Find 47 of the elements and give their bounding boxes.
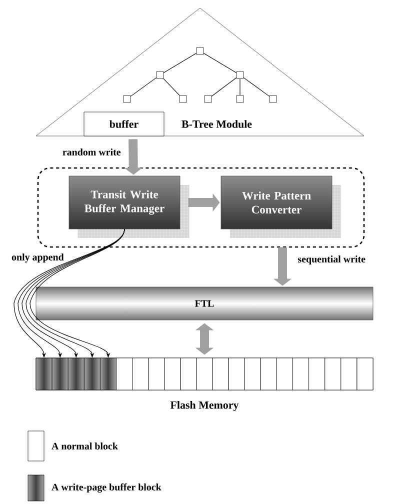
normal-block [164, 358, 181, 390]
tree-link [243, 77, 270, 97]
normal-block [116, 358, 132, 390]
tree-link [163, 52, 197, 74]
normal-block [228, 358, 245, 390]
normal-block [212, 358, 229, 390]
buffer-block [36, 358, 52, 390]
buffer-block [52, 358, 68, 390]
ftl-bar: FTL [36, 286, 374, 320]
process-box: Write Pattern Converter [220, 176, 342, 238]
tree-node-square [236, 71, 244, 79]
normal-block [260, 358, 277, 390]
legend-text: A write-page buffer block [52, 483, 162, 493]
tree-node-square [156, 71, 164, 79]
buffer-block [68, 358, 84, 390]
tree-node-square [196, 47, 204, 55]
normal-block [196, 358, 213, 390]
edge-label: sequential write [296, 254, 366, 266]
buffer-box: buffer [84, 112, 164, 136]
memory-caption: Flash Memory [170, 401, 239, 411]
tree-link [211, 77, 237, 97]
tree-link [163, 78, 180, 96]
tree-node-square [123, 95, 131, 103]
tree-node-square [179, 95, 187, 103]
tree-node-square [204, 95, 212, 103]
normal-block [148, 358, 165, 390]
normal-block [308, 358, 325, 390]
tree-link [130, 77, 157, 97]
legend-text: A normal block [52, 442, 118, 450]
note-label: only append [12, 253, 64, 263]
normal-block [244, 358, 261, 390]
tree-node-square [236, 95, 244, 103]
block-arrow [195, 323, 214, 355]
buffer-block [84, 358, 100, 390]
buffer-block [100, 358, 116, 390]
normal-block [276, 358, 293, 390]
normal-block [356, 358, 374, 390]
normal-block [340, 358, 358, 390]
tree-node-square [269, 95, 277, 103]
process-box: Transit Write Buffer Manager [68, 176, 190, 238]
normal-block [132, 358, 148, 390]
normal-block [180, 358, 197, 390]
tree-link [203, 52, 237, 74]
normal-block [324, 358, 342, 390]
edge-label: random write [61, 148, 122, 156]
dashed-group-frame [37, 167, 365, 248]
normal-block [292, 358, 309, 390]
